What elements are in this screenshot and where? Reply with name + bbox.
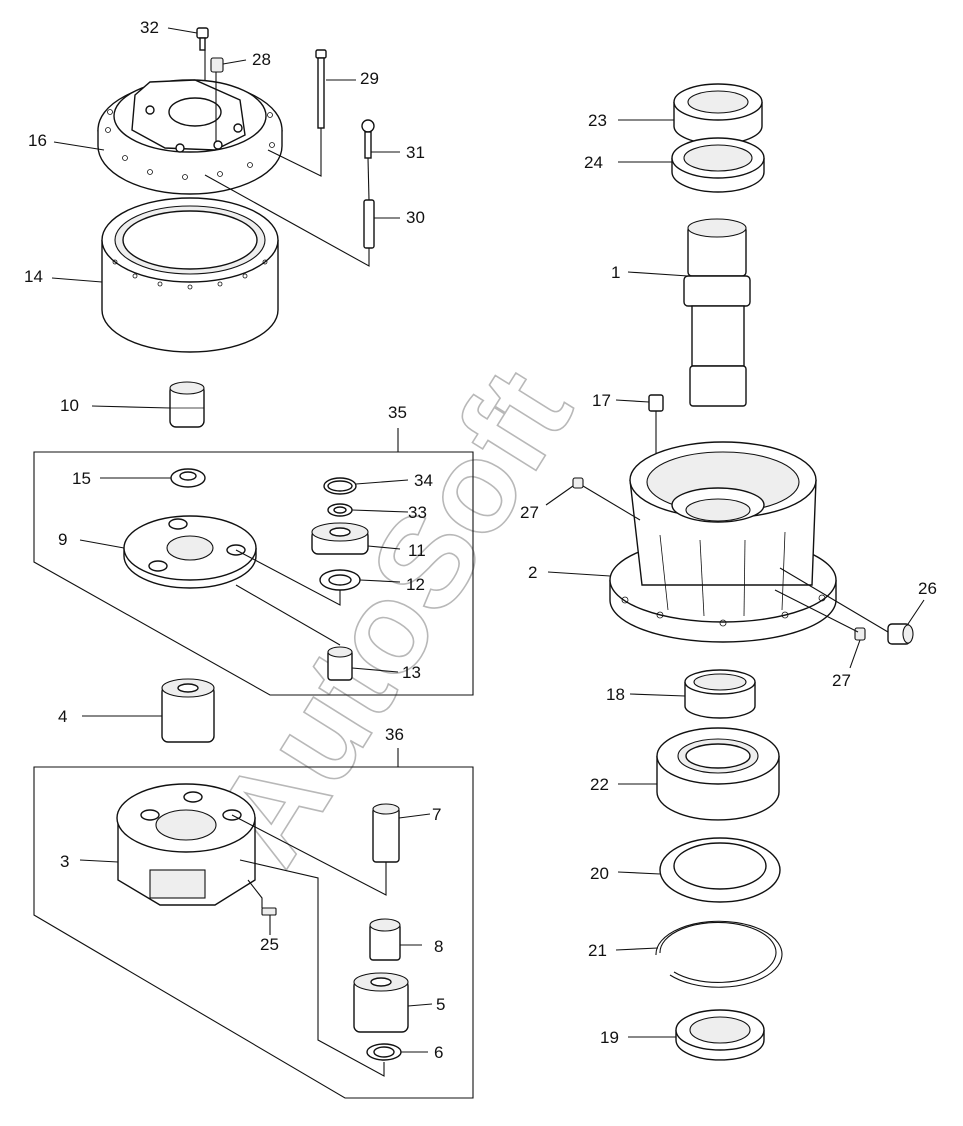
part-13-pin (327, 646, 353, 681)
callout-35: 35 (388, 403, 407, 422)
callout-33: 33 (408, 503, 427, 522)
callout-20: 20 (590, 864, 609, 883)
callout-19: 19 (600, 1028, 619, 1047)
part-20-shim (659, 837, 781, 903)
callout-1: 1 (611, 263, 620, 282)
part-23-bearing (673, 83, 763, 145)
part-17-pin (648, 394, 664, 412)
callout-11: 11 (408, 541, 426, 560)
callout-27-a: 27 (520, 503, 539, 522)
callout-14: 14 (24, 267, 43, 286)
callout-18: 18 (606, 685, 625, 704)
callout-31: 31 (406, 143, 425, 162)
callout-4: 4 (58, 707, 67, 726)
callout-22: 22 (590, 775, 609, 794)
part-18-race (684, 669, 756, 719)
part-7-pin (372, 803, 400, 863)
callout-3: 3 (60, 852, 69, 871)
callout-32: 32 (140, 18, 159, 37)
part-27-plug-b (854, 627, 866, 641)
callout-36: 36 (385, 725, 404, 744)
callout-34: 34 (414, 471, 433, 490)
callout-12: 12 (406, 575, 425, 594)
part-21-snap-ring (655, 920, 783, 988)
part-3-carrier (116, 783, 256, 906)
part-19-seal (675, 1009, 765, 1061)
callout-9: 9 (58, 530, 67, 549)
callout-6: 6 (434, 1043, 443, 1062)
part-12-washer (319, 569, 361, 591)
leader-lines (51, 27, 925, 1053)
part-4-sun-gear (161, 678, 215, 743)
callout-labels: 32 28 29 16 31 30 14 23 24 1 10 35 17 15… (24, 18, 937, 1062)
callout-7: 7 (432, 805, 441, 824)
part-11-planet-gear (311, 522, 369, 555)
part-30-tube (363, 199, 375, 249)
part-31-dipstick (361, 119, 375, 201)
callout-29: 29 (360, 69, 379, 88)
part-28-plug (210, 57, 224, 73)
callout-2: 2 (528, 563, 537, 582)
part-25-key (261, 907, 277, 916)
part-8-bushing (369, 918, 401, 961)
part-14-ring-gear (101, 197, 279, 353)
part-29-long-bolt (315, 49, 327, 129)
kit-box-36 (33, 748, 474, 1099)
callout-30: 30 (406, 208, 425, 227)
part-34-snap-ring (323, 477, 357, 495)
part-5-planet-gear (353, 972, 409, 1033)
callout-24: 24 (584, 153, 603, 172)
callout-15: 15 (72, 469, 91, 488)
part-33-washer (327, 503, 353, 517)
callout-23: 23 (588, 111, 607, 130)
callout-16: 16 (28, 131, 47, 150)
part-6-washer (366, 1043, 402, 1061)
callout-10: 10 (60, 396, 79, 415)
part-1-shaft (683, 218, 751, 407)
callout-25: 25 (260, 935, 279, 954)
callout-26: 26 (918, 579, 937, 598)
part-32-bolt (196, 27, 209, 51)
callout-13: 13 (402, 663, 421, 682)
part-15-washer (170, 468, 206, 488)
callout-8: 8 (434, 937, 443, 956)
callout-27-b: 27 (832, 671, 851, 690)
callout-28: 28 (252, 50, 271, 69)
callout-5: 5 (436, 995, 445, 1014)
part-22-bearing (656, 727, 780, 821)
part-26-fitting (887, 623, 914, 645)
part-16-cover (97, 79, 283, 195)
kit-box-35 (33, 428, 474, 696)
part-9-carrier-plate (123, 515, 257, 589)
callout-17: 17 (592, 391, 611, 410)
part-10-gear (169, 381, 205, 428)
callout-21: 21 (588, 941, 607, 960)
part-2-housing (609, 441, 837, 643)
part-24-seal (671, 137, 765, 193)
part-27-plug-a (572, 477, 584, 489)
